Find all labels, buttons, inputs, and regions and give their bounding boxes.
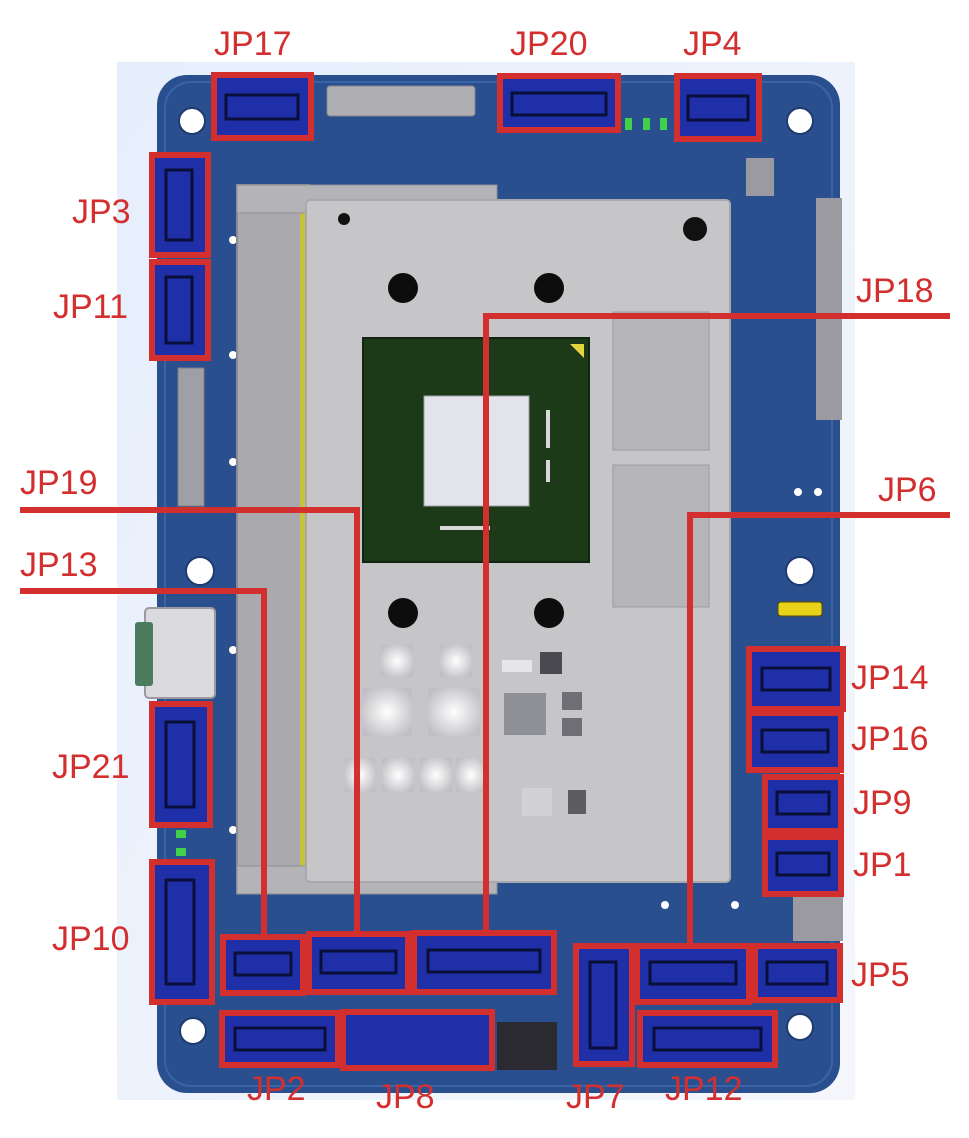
- label-jp18: JP18: [856, 274, 934, 308]
- shield-hole: [338, 213, 350, 225]
- connector-jp19: [309, 934, 408, 992]
- label-jp12: JP12: [665, 1072, 743, 1106]
- connector-jp16: [749, 713, 841, 770]
- connector-jp14: [749, 649, 843, 709]
- connector-jp3: [152, 155, 208, 255]
- shield-hole: [683, 217, 707, 241]
- led-left: [176, 848, 186, 856]
- connector-jp8: [343, 1012, 492, 1068]
- label-jp9: JP9: [853, 786, 912, 820]
- label-jp1: JP1: [853, 848, 912, 882]
- usb-connector-edge: [135, 622, 153, 686]
- sodimm-slot: [237, 185, 309, 893]
- led-left: [176, 830, 186, 838]
- status-leds: [625, 118, 667, 130]
- connector-jp4: [677, 76, 759, 139]
- label-jp5: JP5: [851, 958, 910, 992]
- label-jp2: JP2: [247, 1072, 306, 1106]
- soc-die: [424, 396, 529, 506]
- connector-jp13: [223, 937, 303, 993]
- connector-jp12: [640, 1013, 775, 1065]
- fpc-connector-left: [178, 368, 204, 506]
- side-connector-right-lower: [793, 897, 843, 941]
- label-jp19: JP19: [20, 466, 98, 500]
- connector-jp6: [637, 946, 749, 1002]
- fuse: [778, 602, 822, 616]
- label-jp3: JP3: [72, 195, 131, 229]
- label-jp8: JP8: [376, 1080, 435, 1114]
- memory-chip-1: [613, 312, 709, 450]
- connector-jp18: [414, 933, 554, 992]
- connector-jp20: [500, 76, 618, 130]
- connector-jp17: [214, 75, 311, 138]
- memory-chip-2: [613, 465, 709, 607]
- label-jp20: JP20: [510, 27, 588, 61]
- connector-jp11: [152, 262, 208, 358]
- connector-jp21: [152, 704, 210, 825]
- label-jp4: JP4: [683, 27, 742, 61]
- side-connector-right: [816, 198, 842, 420]
- label-jp16: JP16: [851, 722, 929, 756]
- label-jp13: JP13: [20, 548, 98, 582]
- label-jp21: JP21: [52, 750, 130, 784]
- label-jp7: JP7: [566, 1080, 625, 1114]
- connector-jp5: [755, 946, 840, 1000]
- connector-jp1: [765, 837, 841, 894]
- label-jp10: JP10: [52, 922, 130, 956]
- chip-top-right: [746, 158, 774, 196]
- bottom-connector: [497, 1022, 557, 1070]
- label-jp14: JP14: [851, 661, 929, 695]
- connector-jp2: [222, 1013, 338, 1065]
- label-jp17: JP17: [214, 27, 292, 61]
- connector-jp10: [152, 862, 212, 1002]
- fpc-connector-top: [327, 86, 475, 116]
- label-jp11: JP11: [53, 290, 128, 324]
- connector-jp9: [765, 777, 841, 831]
- label-jp6: JP6: [878, 473, 937, 507]
- connector-jp7: [576, 946, 632, 1064]
- usb-connector: [145, 608, 215, 698]
